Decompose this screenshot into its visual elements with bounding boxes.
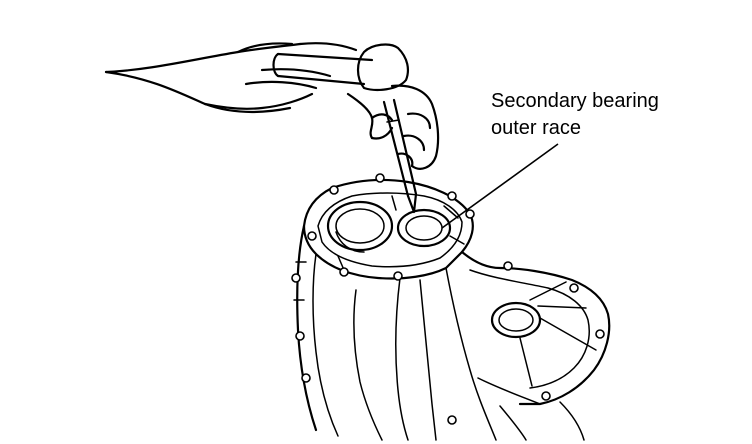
hammer <box>272 43 409 91</box>
callout-label-line1: Secondary bearing <box>491 90 659 112</box>
callout-label: Secondary bearing outer race <box>491 88 659 142</box>
callout-label-line2: outer race <box>491 117 582 139</box>
drift-punch <box>382 98 418 214</box>
hand-drawing <box>104 42 358 114</box>
transmission-case <box>291 173 611 441</box>
second-hand-drawing <box>346 84 440 170</box>
callout-leader-line <box>441 143 559 229</box>
